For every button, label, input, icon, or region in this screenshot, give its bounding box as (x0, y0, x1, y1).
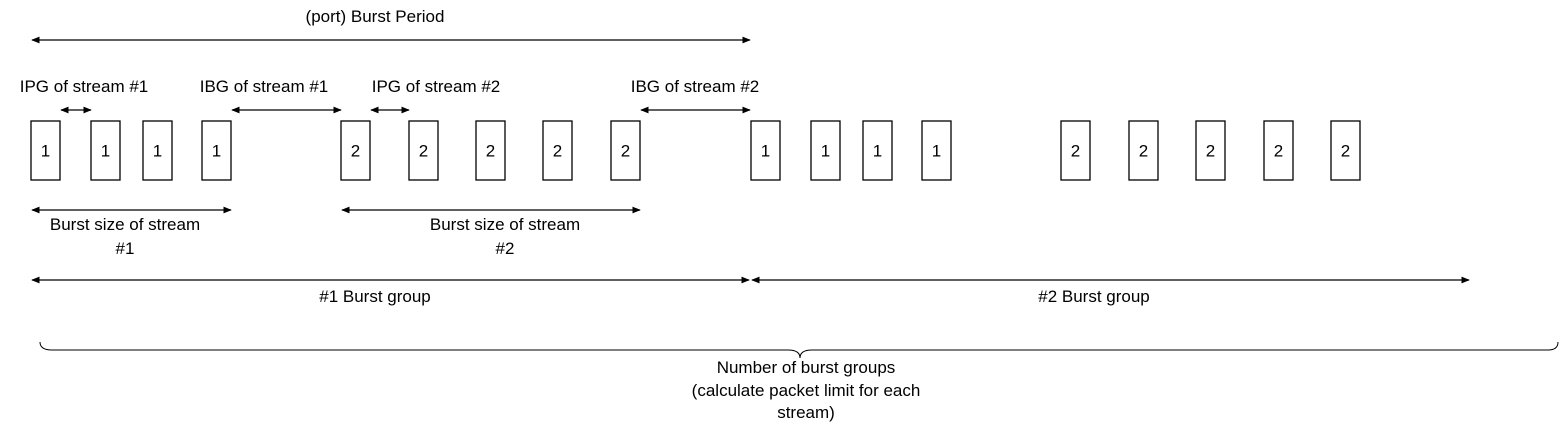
packet-group2-stream2: 2 (1128, 120, 1159, 181)
packet-box (810, 120, 841, 181)
packet-group2-stream2: 2 (1060, 120, 1091, 181)
packet-box (750, 120, 781, 181)
packet-box (1128, 120, 1159, 181)
packet-stream-number: 2 (486, 142, 495, 161)
packet-group2-stream1: 1 (862, 120, 893, 181)
packet-box (610, 120, 641, 181)
packet-stream-number: 2 (1274, 142, 1283, 161)
packet-stream-number: 1 (761, 142, 770, 161)
packet-stream-number: 1 (821, 142, 830, 161)
packet-group1-stream1: 1 (30, 120, 61, 181)
packet-box (542, 120, 573, 181)
packet-box (142, 120, 173, 181)
burst-size-stream2-label: Burst size of stream (430, 215, 580, 234)
packet-group1-stream2: 2 (475, 120, 506, 181)
packet-group1-stream2: 2 (610, 120, 641, 181)
packet-group1-stream1: 1 (201, 120, 232, 181)
burst-group1-label: #1 Burst group (319, 287, 431, 306)
packet-stream-number: 1 (153, 142, 162, 161)
packet-box (408, 120, 439, 181)
packet-box (340, 120, 371, 181)
burst-size-stream1-label: Burst size of stream (50, 215, 200, 234)
num-burst-groups-label-line3: stream) (777, 403, 835, 422)
num-burst-groups-label-line2: (calculate packet limit for each (692, 381, 921, 400)
burst-size-stream2-label-line2: #2 (496, 239, 515, 258)
packet-group2-stream2: 2 (1195, 120, 1226, 181)
packet-group2-stream2: 2 (1330, 120, 1361, 181)
packet-stream-number: 2 (1341, 142, 1350, 161)
packet-box (475, 120, 506, 181)
packet-stream-number: 2 (1139, 142, 1148, 161)
burst-group2-label: #2 Burst group (1038, 287, 1150, 306)
packet-stream-number: 1 (101, 142, 110, 161)
packet-box (1195, 120, 1226, 181)
packet-group2-stream1: 1 (810, 120, 841, 181)
packet-group1-stream2: 2 (408, 120, 439, 181)
ibg-stream2-label: IBG of stream #2 (631, 77, 760, 96)
num-burst-groups-label: Number of burst groups (717, 358, 896, 377)
packet-stream-number: 1 (41, 142, 50, 161)
packet-stream-number: 2 (351, 142, 360, 161)
ipg-stream2-label: IPG of stream #2 (372, 77, 501, 96)
ipg-stream1-label: IPG of stream #1 (20, 77, 149, 96)
packet-group1-stream1: 1 (90, 120, 121, 181)
packet-group2-stream1: 1 (921, 120, 952, 181)
packet-group2-stream2: 2 (1263, 120, 1294, 181)
packet-stream-number: 1 (873, 142, 882, 161)
packet-stream-number: 2 (1206, 142, 1215, 161)
packet-box (90, 120, 121, 181)
packet-box (1330, 120, 1361, 181)
packet-box (30, 120, 61, 181)
packet-group1-stream1: 1 (142, 120, 173, 181)
packet-box (1060, 120, 1091, 181)
packet-row: 1 1 1 1 2 2 2 2 2 1 1 1 1 2 2 2 2 2 (30, 120, 1361, 181)
packet-stream-number: 2 (621, 142, 630, 161)
packet-box (862, 120, 893, 181)
packet-stream-number: 2 (419, 142, 428, 161)
packet-box (201, 120, 232, 181)
packet-group1-stream2: 2 (542, 120, 573, 181)
packet-group2-stream1: 1 (750, 120, 781, 181)
packet-box (921, 120, 952, 181)
burst-period-label: (port) Burst Period (306, 7, 445, 26)
burst-size-stream1-label-line2: #1 (116, 239, 135, 258)
packet-stream-number: 1 (932, 142, 941, 161)
packet-group1-stream2: 2 (340, 120, 371, 181)
packet-stream-number: 1 (212, 142, 221, 161)
packet-stream-number: 2 (553, 142, 562, 161)
packet-box (1263, 120, 1294, 181)
burst-groups-brace (39, 341, 1559, 359)
ibg-stream1-label: IBG of stream #1 (200, 77, 329, 96)
packet-stream-number: 2 (1071, 142, 1080, 161)
